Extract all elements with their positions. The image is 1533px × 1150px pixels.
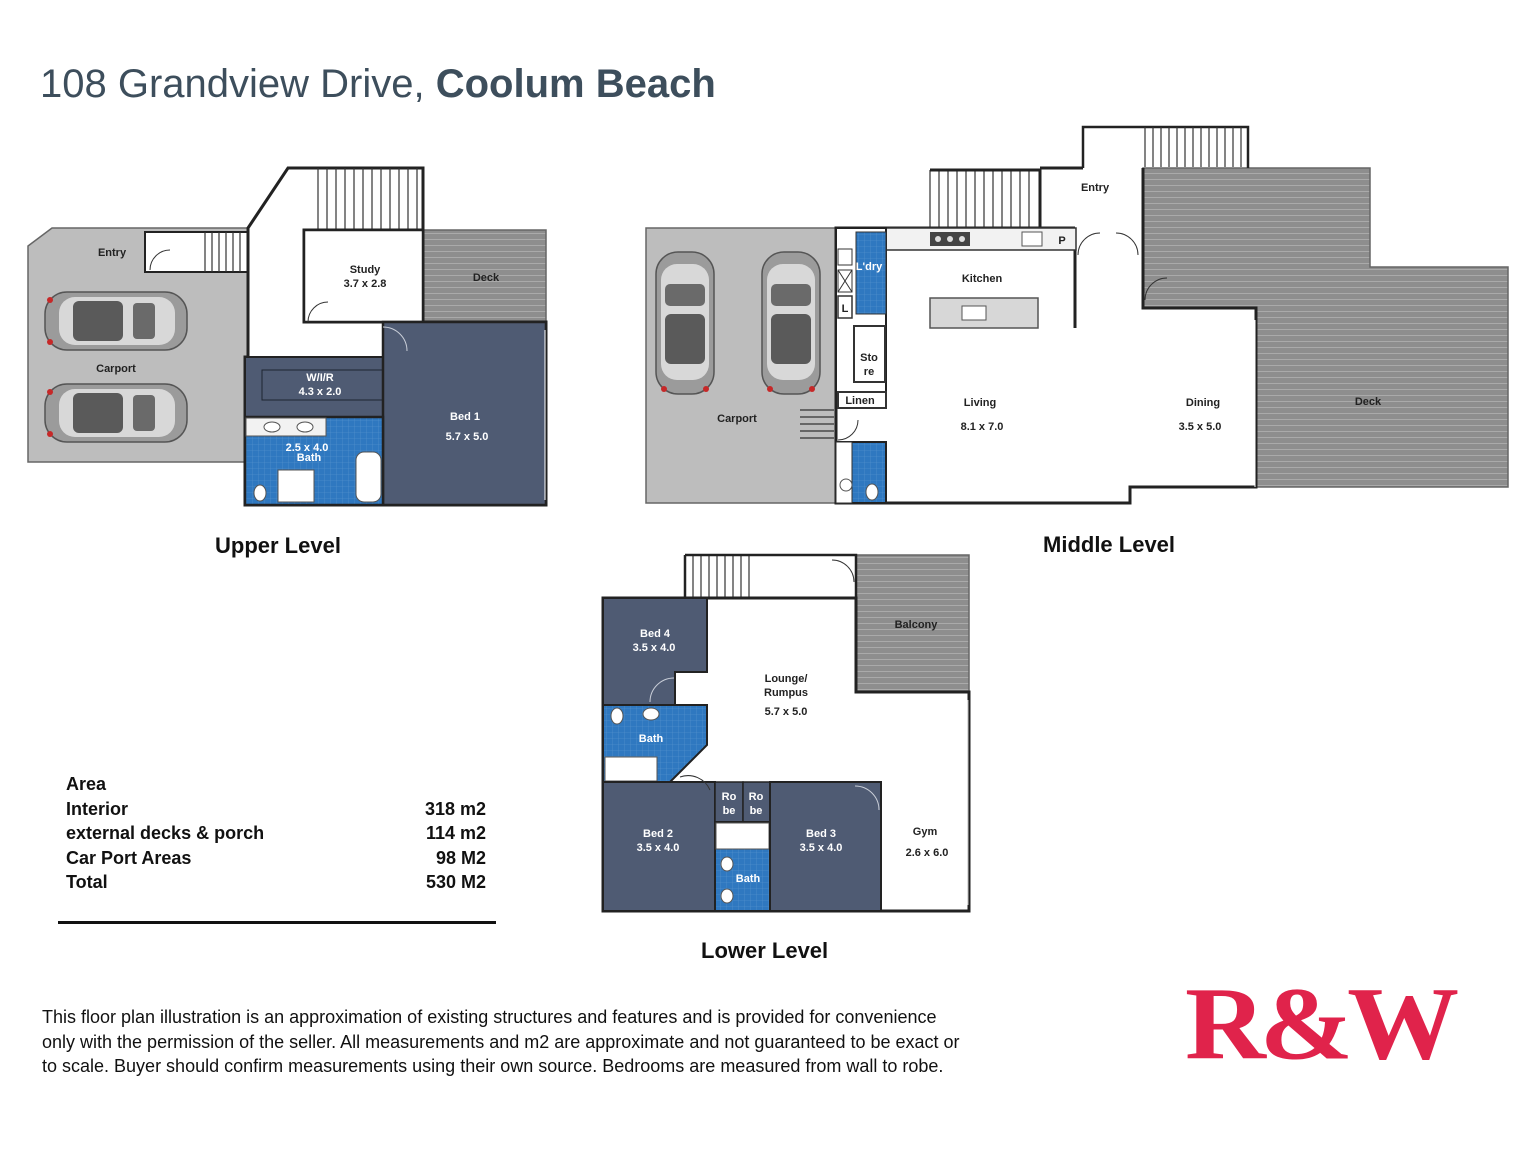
- disclaimer-line: to scale. Buyer should confirm measureme…: [42, 1056, 944, 1076]
- area-summary-table: Area Interior 318 m2 external decks & por…: [66, 772, 486, 895]
- upper-bath-label: Bath: [297, 452, 322, 464]
- lower-level-title: Lower Level: [701, 938, 829, 963]
- upper-level-plan: [27, 166, 548, 507]
- middle-pantry-label: P: [1058, 235, 1065, 247]
- upper-bed1-size: 5.7 x 5.0: [446, 431, 489, 443]
- area-row-value: 318 m2: [424, 798, 486, 819]
- area-row-value: 114 m2: [425, 823, 486, 843]
- middle-dining-size: 3.5 x 5.0: [1179, 421, 1222, 433]
- middle-laundry-label: L'dry: [856, 261, 883, 273]
- middle-car-1: [655, 251, 715, 395]
- lower-lounge-label-1: Lounge/: [765, 673, 808, 685]
- upper-carport-label: Carport: [96, 363, 136, 375]
- middle-level-plan: [645, 125, 1509, 505]
- middle-store-label-2: re: [864, 366, 874, 378]
- area-heading-row: Area: [66, 772, 486, 797]
- upper-study-size: 3.7 x 2.8: [344, 278, 387, 290]
- page-title: 108 Grandview Drive, Coolum Beach: [40, 62, 716, 107]
- middle-linen-l-label: L: [842, 303, 849, 315]
- middle-entry-label: Entry: [1081, 182, 1110, 194]
- middle-carport-label: Carport: [717, 413, 757, 425]
- lower-lounge-size: 5.7 x 5.0: [765, 706, 808, 718]
- lower-level-plan: [601, 553, 971, 913]
- middle-kitchen-label: Kitchen: [962, 273, 1003, 285]
- area-row: external decks & porch 114 m2: [66, 821, 486, 846]
- upper-entry-label: Entry: [98, 247, 127, 259]
- lower-robe2-label-2: be: [750, 805, 763, 817]
- area-row-label: Car Port Areas: [66, 847, 192, 868]
- upper-car-2: [44, 383, 188, 443]
- disclaimer-line: only with the permission of the seller. …: [42, 1031, 960, 1052]
- lower-robe1-label-2: be: [723, 805, 736, 817]
- upper-bed1-label: Bed 1: [450, 411, 480, 423]
- disclaimer-text: This floor plan illustration is an appro…: [42, 1005, 1152, 1079]
- upper-study-label: Study: [350, 264, 381, 276]
- upper-level-title: Upper Level: [215, 533, 341, 558]
- area-row: Total 530 M2: [66, 870, 486, 895]
- middle-level-title: Middle Level: [1043, 532, 1176, 557]
- middle-deck-area: [1142, 167, 1509, 488]
- area-divider: [58, 921, 496, 924]
- middle-store-label-1: Sto: [860, 352, 878, 364]
- middle-linen-label: Linen: [845, 395, 875, 407]
- lower-robe2-label-1: Ro: [749, 791, 764, 803]
- upper-wir-size: 4.3 x 2.0: [299, 386, 342, 398]
- lower-balcony-label: Balcony: [895, 619, 939, 631]
- middle-dining-label: Dining: [1186, 397, 1220, 409]
- lower-lounge-label-2: Rumpus: [764, 687, 808, 699]
- upper-bath-size: 2.5 x 4.0: [286, 442, 329, 454]
- lower-bath2-label: Bath: [736, 873, 761, 885]
- lower-bed3-label: Bed 3: [806, 828, 836, 840]
- disclaimer-line: This floor plan illustration is an appro…: [42, 1007, 937, 1027]
- lower-bed4-label: Bed 4: [640, 628, 671, 640]
- upper-car-1: [44, 291, 188, 351]
- lower-bed3-size: 3.5 x 4.0: [800, 842, 843, 854]
- area-row-value: 530 M2: [425, 872, 486, 892]
- brand-logo: R&W: [1185, 966, 1459, 1082]
- area-row-label: Interior: [66, 798, 129, 819]
- lower-bed4-size: 3.5 x 4.0: [633, 642, 676, 654]
- lower-gym-size: 2.6 x 6.0: [906, 847, 949, 859]
- lower-bath-label: Bath: [639, 733, 664, 745]
- area-row-label: Total: [66, 872, 108, 892]
- lower-bed2-label: Bed 2: [643, 828, 673, 840]
- lower-bed2-size: 3.5 x 4.0: [637, 842, 680, 854]
- middle-living-size: 8.1 x 7.0: [961, 421, 1004, 433]
- title-suburb: Coolum Beach: [435, 62, 716, 106]
- upper-wir-label: W/I/R: [306, 372, 334, 384]
- middle-living-label: Living: [964, 397, 996, 409]
- area-row-label: external decks & porch: [66, 823, 265, 843]
- area-heading: Area: [66, 774, 107, 794]
- lower-gym-label: Gym: [913, 826, 938, 838]
- middle-deck-label: Deck: [1355, 396, 1382, 408]
- middle-car-2: [761, 251, 821, 395]
- title-address: 108 Grandview Drive,: [40, 62, 425, 106]
- area-row-value: 98 M2: [435, 847, 486, 868]
- lower-balcony-area: [855, 554, 970, 693]
- upper-deck-label: Deck: [473, 272, 500, 284]
- area-row: Interior 318 m2: [66, 797, 486, 822]
- lower-robe1-label-1: Ro: [722, 791, 737, 803]
- area-row: Car Port Areas 98 M2: [66, 846, 486, 871]
